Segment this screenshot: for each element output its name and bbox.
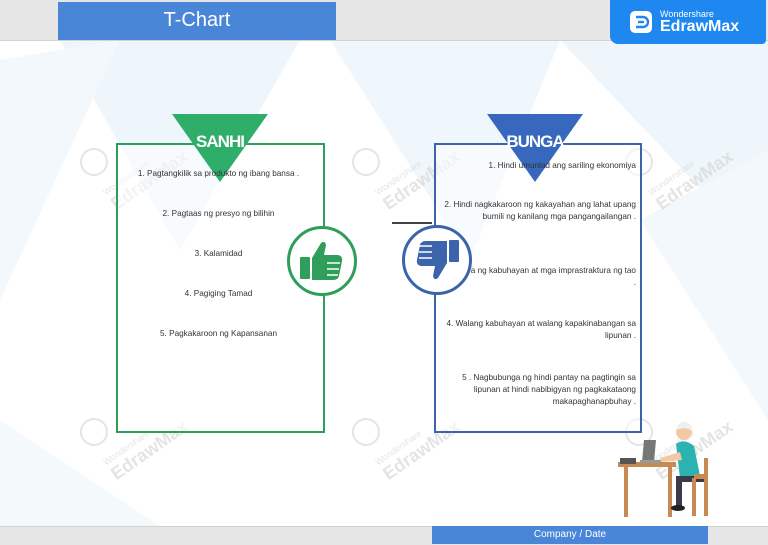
sanhi-item: 2. Pagtaas ng presyo ng bilihin — [162, 209, 275, 218]
connector-line — [392, 222, 432, 224]
thumbs-down-icon — [416, 240, 459, 280]
sanhi-item: 1. Pagtangkilik sa produkto ng ibang ban… — [137, 169, 300, 178]
thumbs-up-badge — [287, 226, 357, 296]
thumbs-up-icon — [300, 241, 343, 280]
watermark-logo-icon — [80, 418, 108, 446]
bunga-item: 5 . Nagbubunga ng hindi pantay na pagtin… — [462, 373, 636, 406]
watermark-logo-icon — [352, 418, 380, 446]
brand-product: EdrawMax — [660, 18, 740, 35]
company-date-label[interactable]: Company / Date — [432, 526, 708, 544]
sanhi-item: 5. Pagkakaroon ng Kapansanan — [160, 329, 277, 338]
watermark-logo-icon — [352, 148, 380, 176]
bunga-heading: BUNGA — [506, 132, 564, 151]
bunga-item: 3. Nasisira ng kabuhayan at mga imprastr… — [436, 266, 636, 287]
person-at-desk-illustration — [618, 421, 708, 517]
sanhi-item: 3. Kalamidad — [194, 249, 243, 258]
bunga-item: 2. Hindi nagkakaroon ng kakayahan ang la… — [444, 200, 636, 221]
brand-company: Wondershare — [660, 9, 714, 19]
watermark-logo-icon — [80, 148, 108, 176]
bunga-column-box[interactable] — [434, 143, 642, 433]
sanhi-heading: SANHI — [196, 132, 245, 151]
page-title: T-Chart — [58, 2, 336, 40]
thumbs-down-badge — [402, 225, 472, 295]
bunga-item: 1. Hindi umunlad ang sariling ekonomiya — [488, 161, 636, 170]
brand-badge: Wondershare EdrawMax — [610, 0, 766, 44]
bunga-heading-triangle — [487, 114, 583, 182]
bunga-item: 4. Walang kabuhayan at walang kapakinaba… — [446, 319, 636, 340]
sanhi-item: 4. Pagiging Tamad — [184, 289, 253, 298]
edrawmax-logo-icon — [630, 11, 652, 33]
sanhi-heading-triangle — [172, 114, 268, 182]
